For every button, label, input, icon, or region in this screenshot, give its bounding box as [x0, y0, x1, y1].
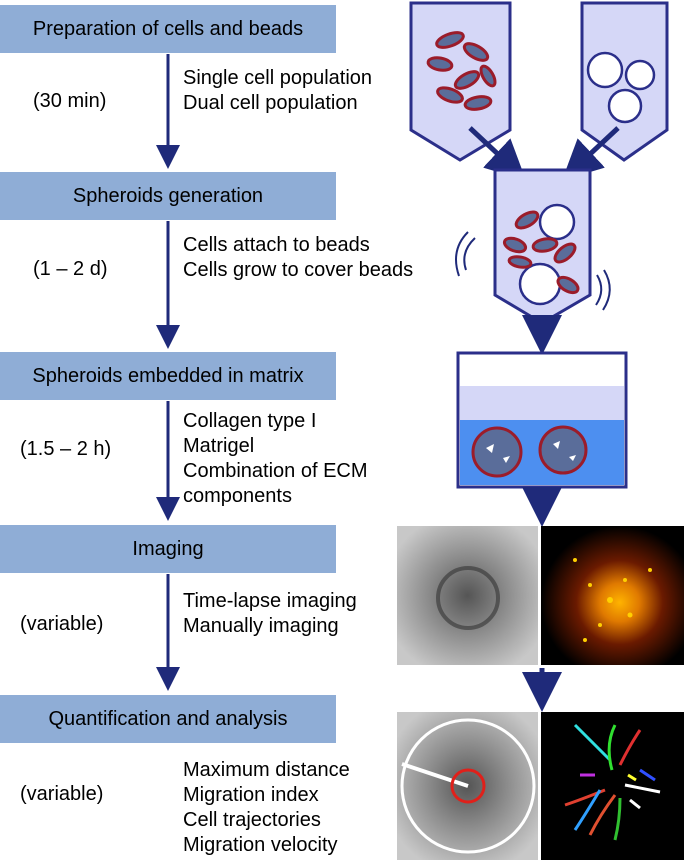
details-embedding: Collagen type I Matrigel Combination of … [183, 409, 368, 509]
tube-spheroid-generation-icon [455, 168, 611, 325]
step-title: Quantification and analysis [48, 707, 288, 730]
matrix-well-icon [456, 351, 628, 489]
details-preparation: Single cell population Dual cell populat… [183, 66, 372, 116]
step-title: Spheroids generation [72, 184, 264, 207]
step-title: Imaging [132, 537, 204, 560]
detail-line: Maximum distance [183, 759, 350, 781]
detail-line: Cell trajectories [183, 809, 321, 831]
detail-line: Cells grow to cover beads [183, 259, 414, 281]
migration-distance-image [397, 712, 538, 860]
detail-line: components [183, 485, 292, 507]
detail-line: Manually imaging [183, 615, 339, 637]
merge-arrows [468, 126, 620, 181]
step-box-spheroids-generation: Spheroids generation [0, 172, 336, 220]
step-title: Preparation of cells and beads [32, 17, 304, 40]
step-title: Spheroids embedded in matrix [32, 364, 304, 387]
detail-line: Time-lapse imaging [183, 590, 357, 612]
step-box-embedding: Spheroids embedded in matrix [0, 352, 336, 400]
tube-cells-icon [409, 1, 512, 162]
cell-trajectories-image [541, 712, 684, 860]
brightfield-image [397, 526, 538, 665]
duration-spheroids-generation: (1 – 2 d) [33, 258, 108, 280]
detail-line: Dual cell population [183, 92, 358, 114]
details-quantification: Maximum distance Migration index Cell tr… [183, 758, 350, 858]
fluorescence-image [541, 526, 684, 665]
step-box-imaging: Imaging [0, 525, 336, 573]
tube-beads-icon [580, 1, 669, 162]
detail-line: Cells attach to beads [183, 234, 370, 256]
details-spheroids-generation: Cells attach to beads Cells grow to cove… [183, 233, 413, 283]
detail-line: Migration index [183, 784, 319, 806]
details-imaging: Time-lapse imaging Manually imaging [183, 589, 357, 639]
duration-embedding: (1.5 – 2 h) [20, 438, 112, 460]
detail-line: Single cell population [183, 67, 373, 89]
duration-quantification: (variable) [20, 783, 104, 805]
duration-imaging: (variable) [20, 613, 104, 635]
detail-line: Combination of ECM [183, 460, 368, 482]
step-box-quantification: Quantification and analysis [0, 695, 336, 743]
detail-line: Matrigel [183, 435, 255, 457]
detail-line: Collagen type I [183, 410, 317, 432]
step-box-preparation: Preparation of cells and beads [0, 5, 336, 53]
duration-preparation: (30 min) [33, 90, 107, 112]
detail-line: Migration velocity [183, 834, 338, 856]
